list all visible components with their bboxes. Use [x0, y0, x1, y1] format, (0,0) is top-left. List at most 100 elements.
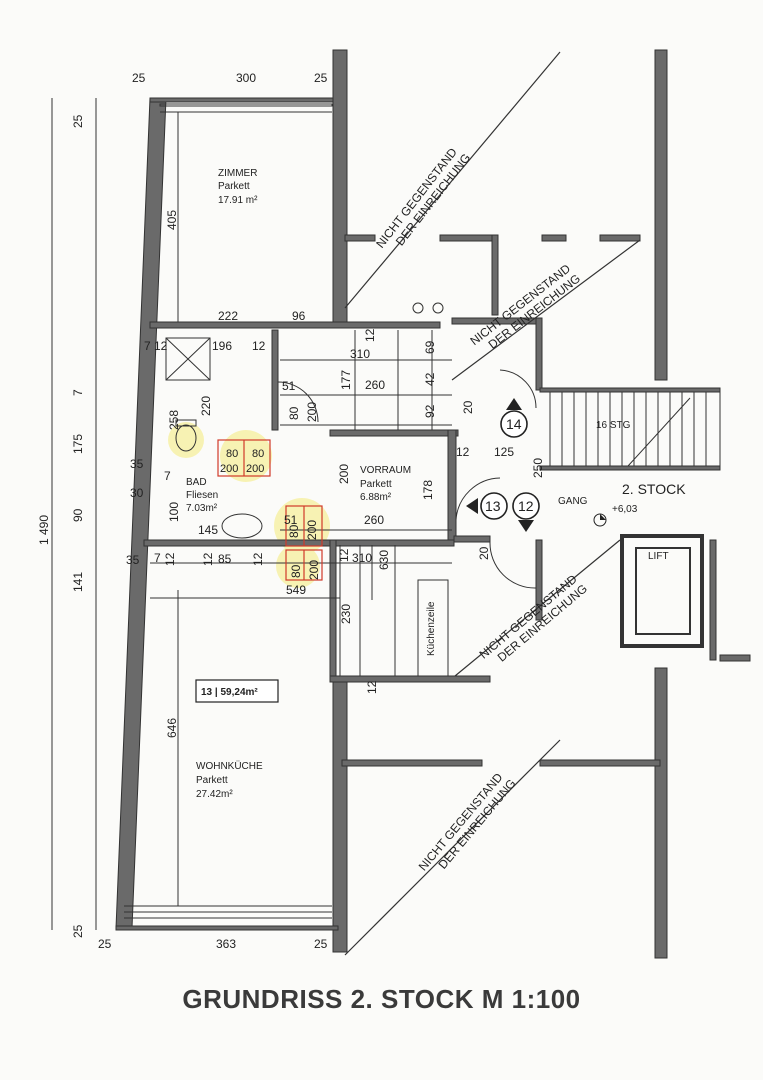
svg-text:7: 7 — [154, 551, 161, 565]
wohnkueche-area: 27.42m² — [196, 789, 233, 800]
not-subject-2: NICHT GEGENSTAND DER EINREICHUNG — [468, 261, 583, 352]
unit-label-box — [195, 679, 279, 703]
zimmer-name: ZIMMER — [218, 168, 257, 179]
svg-text:200: 200 — [337, 464, 351, 484]
svg-text:141: 141 — [71, 572, 85, 592]
svg-text:7: 7 — [164, 469, 171, 483]
marker-top: 14 — [506, 416, 522, 432]
svg-text:25: 25 — [314, 937, 328, 951]
zimmer-area: 17.91 m² — [218, 195, 258, 206]
svg-text:200: 200 — [246, 463, 264, 475]
vorraum-floor: Parkett — [360, 479, 392, 490]
svg-text:96: 96 — [292, 309, 306, 323]
svg-text:12: 12 — [363, 328, 377, 342]
svg-text:310: 310 — [350, 347, 370, 361]
not-subject-3: NICHT GEGENSTAND DER EINREICHUNG — [476, 572, 590, 665]
svg-text:92: 92 — [423, 404, 437, 418]
walls — [115, 49, 751, 959]
svg-text:51: 51 — [284, 513, 298, 527]
svg-text:200: 200 — [220, 463, 238, 475]
svg-text:230: 230 — [339, 604, 353, 624]
svg-text:25: 25 — [71, 114, 85, 128]
not-subject-1: NICHT GEGENSTAND DER EINREICHUNG — [373, 145, 473, 251]
floor-label: 2. STOCK — [622, 481, 686, 497]
svg-text:125: 125 — [494, 445, 514, 459]
svg-text:220: 220 — [199, 396, 213, 416]
svg-text:35: 35 — [126, 553, 140, 567]
svg-text:35: 35 — [130, 457, 144, 471]
svg-text:20: 20 — [477, 546, 491, 560]
svg-text:12: 12 — [251, 552, 265, 566]
wohnkueche-name: WOHNKÜCHE — [196, 760, 263, 772]
svg-text:80: 80 — [289, 564, 303, 578]
lift-label: LIFT — [648, 551, 669, 562]
plan-title: GRUNDRISS 2. STOCK M 1:100 — [182, 984, 581, 1014]
svg-text:80: 80 — [226, 448, 238, 460]
sink-icon — [221, 513, 263, 539]
svg-text:12: 12 — [201, 552, 215, 566]
sanitary — [165, 302, 444, 539]
svg-text:NICHT GEGENSTAND: NICHT GEGENSTAND — [416, 770, 506, 873]
svg-text:363: 363 — [216, 937, 236, 951]
marker-left: 13 — [485, 498, 501, 514]
svg-text:30: 30 — [130, 486, 144, 500]
svg-text:25: 25 — [98, 937, 112, 951]
svg-text:51: 51 — [282, 379, 296, 393]
gang-label: GANG — [558, 496, 588, 507]
svg-text:405: 405 — [165, 210, 179, 230]
svg-text:196: 196 — [212, 339, 232, 353]
svg-text:100: 100 — [167, 502, 181, 522]
svg-text:175: 175 — [71, 434, 85, 454]
svg-text:12: 12 — [456, 445, 470, 459]
level-value: +6,03 — [612, 504, 638, 515]
svg-text:178: 178 — [421, 480, 435, 500]
svg-text:222: 222 — [218, 309, 238, 323]
svg-text:12: 12 — [365, 680, 379, 694]
svg-text:200: 200 — [305, 402, 319, 422]
svg-text:260: 260 — [365, 378, 385, 392]
svg-text:12: 12 — [337, 548, 351, 562]
dimensions: 25 300 25 25 405 222 96 7 12 196 12 12 3… — [37, 71, 545, 951]
wohnkueche-floor: Parkett — [196, 775, 228, 786]
toilet-icon — [175, 424, 197, 452]
unit-label: 13 | 59,24m² — [201, 687, 258, 698]
svg-text:630: 630 — [377, 550, 391, 570]
level-markers — [466, 398, 607, 532]
kuechenzeile-label: Küchenzeile — [426, 601, 437, 656]
svg-text:80: 80 — [252, 448, 264, 460]
vorraum-area: 6.88m² — [360, 492, 392, 503]
bad-area: 7.03m² — [186, 503, 218, 514]
svg-text:42: 42 — [423, 372, 437, 386]
bad-name: BAD — [186, 477, 207, 488]
appliance-boxes — [217, 439, 323, 581]
svg-text:25: 25 — [314, 71, 328, 85]
stairs-label: 16 STG — [596, 420, 631, 431]
svg-text:549: 549 — [286, 583, 306, 597]
svg-text:300: 300 — [236, 71, 256, 85]
svg-text:7: 7 — [144, 339, 151, 353]
svg-text:80: 80 — [287, 406, 301, 420]
svg-text:145: 145 — [198, 523, 218, 537]
svg-text:NICHT GEGENSTAND: NICHT GEGENSTAND — [468, 261, 574, 348]
svg-text:310: 310 — [352, 551, 372, 565]
zimmer-floor: Parkett — [218, 181, 250, 192]
svg-text:20: 20 — [461, 400, 475, 414]
svg-text:250: 250 — [531, 458, 545, 478]
svg-text:260: 260 — [364, 513, 384, 527]
svg-text:12: 12 — [252, 339, 266, 353]
svg-text:12: 12 — [154, 339, 168, 353]
svg-text:69: 69 — [423, 340, 437, 354]
svg-text:177: 177 — [339, 370, 353, 390]
svg-text:7: 7 — [71, 389, 85, 396]
excluded-area-lines — [344, 51, 641, 956]
svg-text:200: 200 — [307, 560, 321, 580]
vorraum-name: VORRAUM — [360, 465, 411, 476]
svg-text:25: 25 — [71, 924, 85, 938]
svg-text:85: 85 — [218, 552, 232, 566]
interior-lines — [51, 98, 721, 930]
svg-text:646: 646 — [165, 718, 179, 738]
svg-text:NICHT GEGENSTAND: NICHT GEGENSTAND — [476, 572, 579, 662]
svg-text:1 490: 1 490 — [37, 515, 51, 545]
svg-text:258: 258 — [167, 410, 181, 430]
